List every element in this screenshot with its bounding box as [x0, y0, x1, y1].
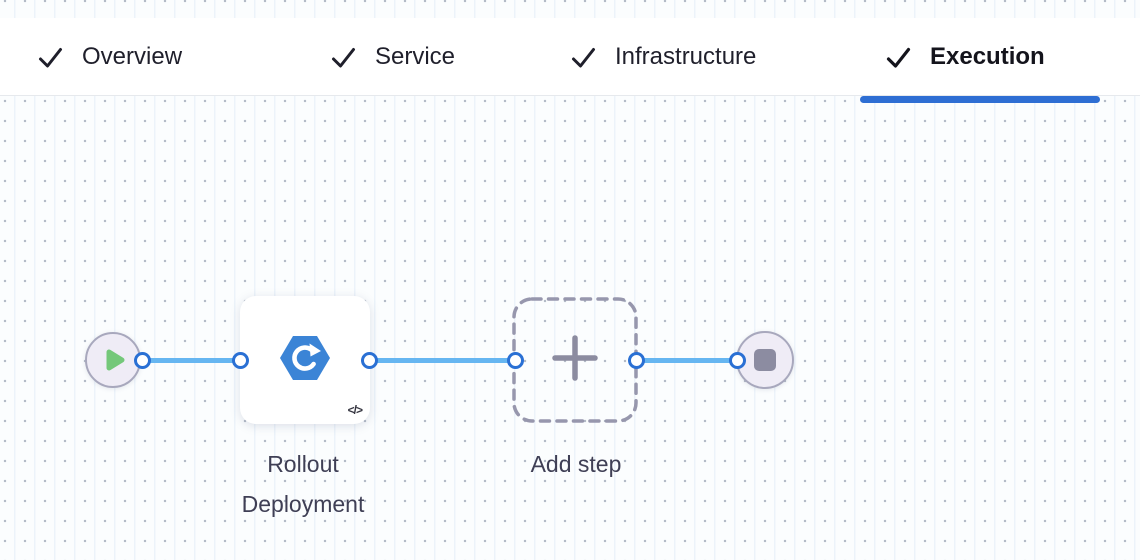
pipeline-start-node	[85, 332, 141, 388]
stage-setup-tabbar: Overview Service Infrastructure Executio…	[0, 18, 1140, 96]
connector-start-out[interactable]	[133, 351, 151, 369]
connector-step-out[interactable]	[360, 351, 378, 369]
tab-infrastructure[interactable]: Infrastructure	[570, 18, 756, 96]
check-icon	[330, 44, 357, 71]
tab-label: Service	[375, 43, 456, 70]
dashed-border	[512, 297, 638, 423]
tab-label: Overview	[82, 43, 183, 70]
rollout-deployment-icon	[280, 335, 330, 385]
edge-addstep-to-end	[636, 358, 737, 363]
active-tab-underline	[860, 96, 1100, 103]
tab-execution[interactable]: Execution	[885, 18, 1045, 96]
add-step-label: Add step	[530, 451, 622, 477]
check-icon	[37, 44, 64, 71]
connector-addstep-out[interactable]	[627, 351, 645, 369]
play-icon	[100, 348, 126, 372]
step-node-rollout-deployment[interactable]: </>	[240, 296, 370, 424]
code-view-badge: </>	[347, 403, 363, 417]
stop-icon	[754, 349, 776, 371]
tab-service[interactable]: Service	[330, 18, 455, 96]
connector-step-in[interactable]	[231, 351, 249, 369]
connector-end-in[interactable]	[728, 351, 746, 369]
plus-icon	[551, 334, 599, 387]
check-icon	[885, 44, 912, 71]
edge-step-to-addstep	[369, 358, 515, 363]
tab-label: Infrastructure	[615, 43, 757, 70]
step-node-label: Rollout Deployment	[241, 451, 365, 517]
add-step-node[interactable]	[512, 297, 638, 423]
tab-label: Execution	[930, 43, 1045, 70]
edge-start-to-step	[142, 358, 241, 363]
tab-overview[interactable]: Overview	[37, 18, 182, 96]
check-icon	[570, 44, 597, 71]
connector-addstep-in[interactable]	[506, 351, 524, 369]
